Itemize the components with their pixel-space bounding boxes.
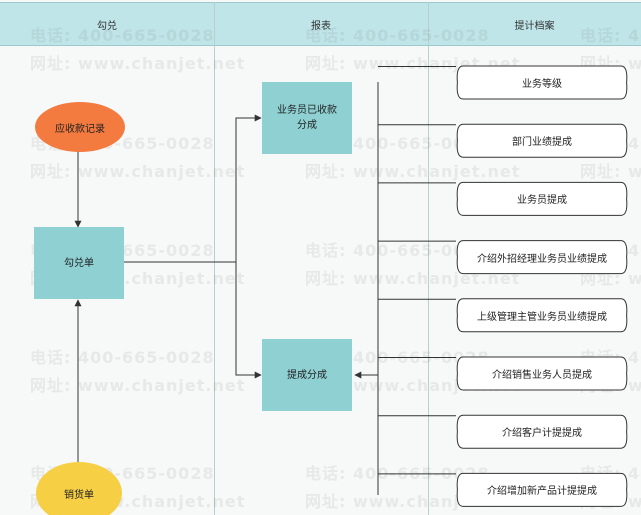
arrow-writeoff-to-split (235, 262, 262, 379)
document-shape (456, 65, 628, 100)
document-shapes (456, 65, 628, 507)
sales-doc-node: 销货单 (36, 462, 122, 515)
document-shape (456, 414, 628, 449)
document-shape (456, 181, 628, 216)
lane-header-writeoff: 勾兑 (0, 2, 214, 46)
lane-header-commission-archive: 提计档案 (428, 2, 641, 46)
lane-divider (428, 2, 429, 515)
document-shape (456, 123, 628, 158)
salesman-collected-node: 业务员已收款 分成 (262, 82, 352, 154)
commission-split-node: 提成分成 (262, 339, 352, 411)
ar-record-node: 应收款记录 (35, 102, 125, 152)
document-bus-ticks (378, 66, 456, 475)
lane-header-reports: 报表 (214, 2, 428, 46)
arrow-writeoff-to-collected (124, 114, 262, 263)
document-shape (456, 472, 628, 507)
writeoff-node: 勾兑单 (34, 227, 124, 299)
document-shape (456, 356, 628, 391)
document-shape (456, 240, 628, 275)
document-shape (456, 298, 628, 333)
lane-divider (214, 2, 215, 515)
